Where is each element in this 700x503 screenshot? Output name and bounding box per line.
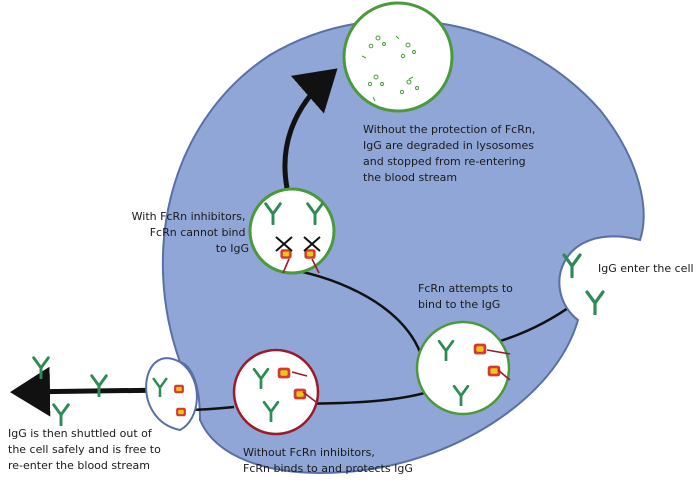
exit-pocket [145, 357, 198, 432]
cross-mark-icon [275, 236, 321, 252]
igg-icon [32, 356, 50, 379]
degradation-arrow [282, 68, 338, 189]
fcrn-receptor-icon [176, 407, 186, 417]
igg-icon [52, 403, 70, 426]
protection-circle [232, 348, 320, 436]
exit-arrow [10, 366, 171, 417]
fcrn-receptor-icon [473, 343, 487, 355]
binding-attempt-circle [415, 320, 511, 416]
fcrn-receptor-icon [277, 367, 291, 379]
lysosome-circle [342, 1, 454, 113]
entry-pocket [558, 235, 641, 321]
fcrn-receptor-icon [304, 249, 316, 259]
entry-label: IgG enter the cell [598, 262, 694, 275]
fcrn-receptor-icon [280, 249, 292, 259]
degradation-label: Without the protection of FcRn, IgG are … [363, 123, 539, 184]
fcrn-receptor-icon [174, 384, 184, 394]
binding-attempt-label: FcRn attempts to bind to the IgG [418, 282, 516, 311]
shuttled-label: IgG is then shuttled out of the cell saf… [8, 427, 164, 472]
inhibitor-label: With FcRn inhibitors, FcRn cannot bind t… [132, 210, 249, 255]
inhibitor-circle [248, 187, 336, 275]
protection-label: Without FcRn inhibitors, FcRn binds to a… [243, 446, 413, 475]
